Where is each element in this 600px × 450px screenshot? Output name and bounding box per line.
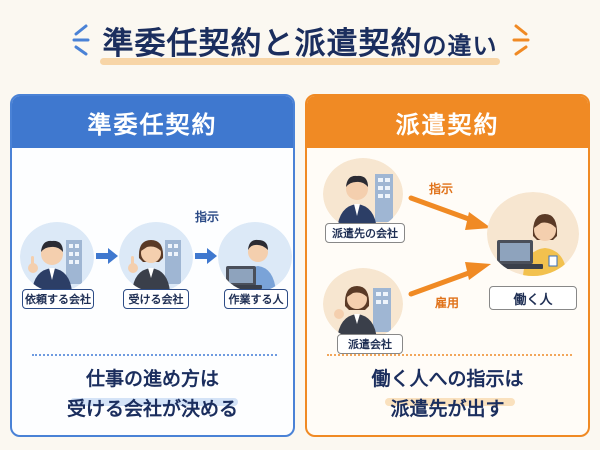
right-highlight <box>385 398 515 406</box>
right-summary: 働く人への指示は 派遣先が出す <box>307 364 588 424</box>
instruction-label: 指示 <box>429 182 454 196</box>
page-title: 準委任契約と派遣契約の違い <box>0 10 600 70</box>
contractor-company-person-icon <box>119 222 193 292</box>
client-site-label: 派遣先の会社 <box>325 223 405 243</box>
left-highlight <box>70 398 238 406</box>
employment-arrow-icon <box>408 262 491 297</box>
left-summary: 仕事の進め方は 受ける会社が決める <box>12 364 293 424</box>
client-company-person-icon <box>20 222 94 292</box>
arrow-right-icon <box>195 248 217 264</box>
client-company-label: 依頼する会社 <box>22 289 94 309</box>
dispatch-panel: 派遣契約 派遣先の会社 派遣会社 指示 雇用 <box>305 94 590 437</box>
sparkle-left-icon <box>72 24 90 56</box>
worker-label: 作業する人 <box>224 289 288 309</box>
right-summary-line1: 働く人への指示は <box>371 368 524 390</box>
client-site-person-icon <box>323 158 403 230</box>
staffing-agency-person-icon <box>323 268 403 340</box>
arrow-right-icon <box>96 248 118 264</box>
left-divider <box>32 354 277 356</box>
instruction-label: 指示 <box>195 210 220 224</box>
contractor-company-label: 受ける会社 <box>123 289 189 309</box>
title-suffix: の違い <box>422 31 498 60</box>
staffing-agency-label: 派遣会社 <box>337 334 403 354</box>
employment-label: 雇用 <box>435 296 460 310</box>
title-underline <box>100 58 500 65</box>
title-main: 準委任契約と派遣契約 <box>102 25 423 62</box>
quasi-mandate-panel: 準委任契約 依頼する会社 受ける会社 指示 <box>10 94 295 437</box>
worker-person-icon <box>218 222 292 292</box>
dispatched-worker-label: 働く人 <box>489 286 577 310</box>
dispatched-worker-icon <box>487 192 579 276</box>
left-summary-line1: 仕事の進め方は <box>85 368 219 390</box>
right-summary-line2: 派遣先が出す <box>390 398 505 420</box>
sparkle-right-icon <box>512 24 530 56</box>
right-divider <box>327 354 572 356</box>
instruction-arrow-icon <box>408 195 491 230</box>
dispatch-heading: 派遣契約 <box>307 96 588 148</box>
left-summary-line2: 受ける会社が決める <box>66 398 238 420</box>
quasi-mandate-heading: 準委任契約 <box>12 96 293 148</box>
